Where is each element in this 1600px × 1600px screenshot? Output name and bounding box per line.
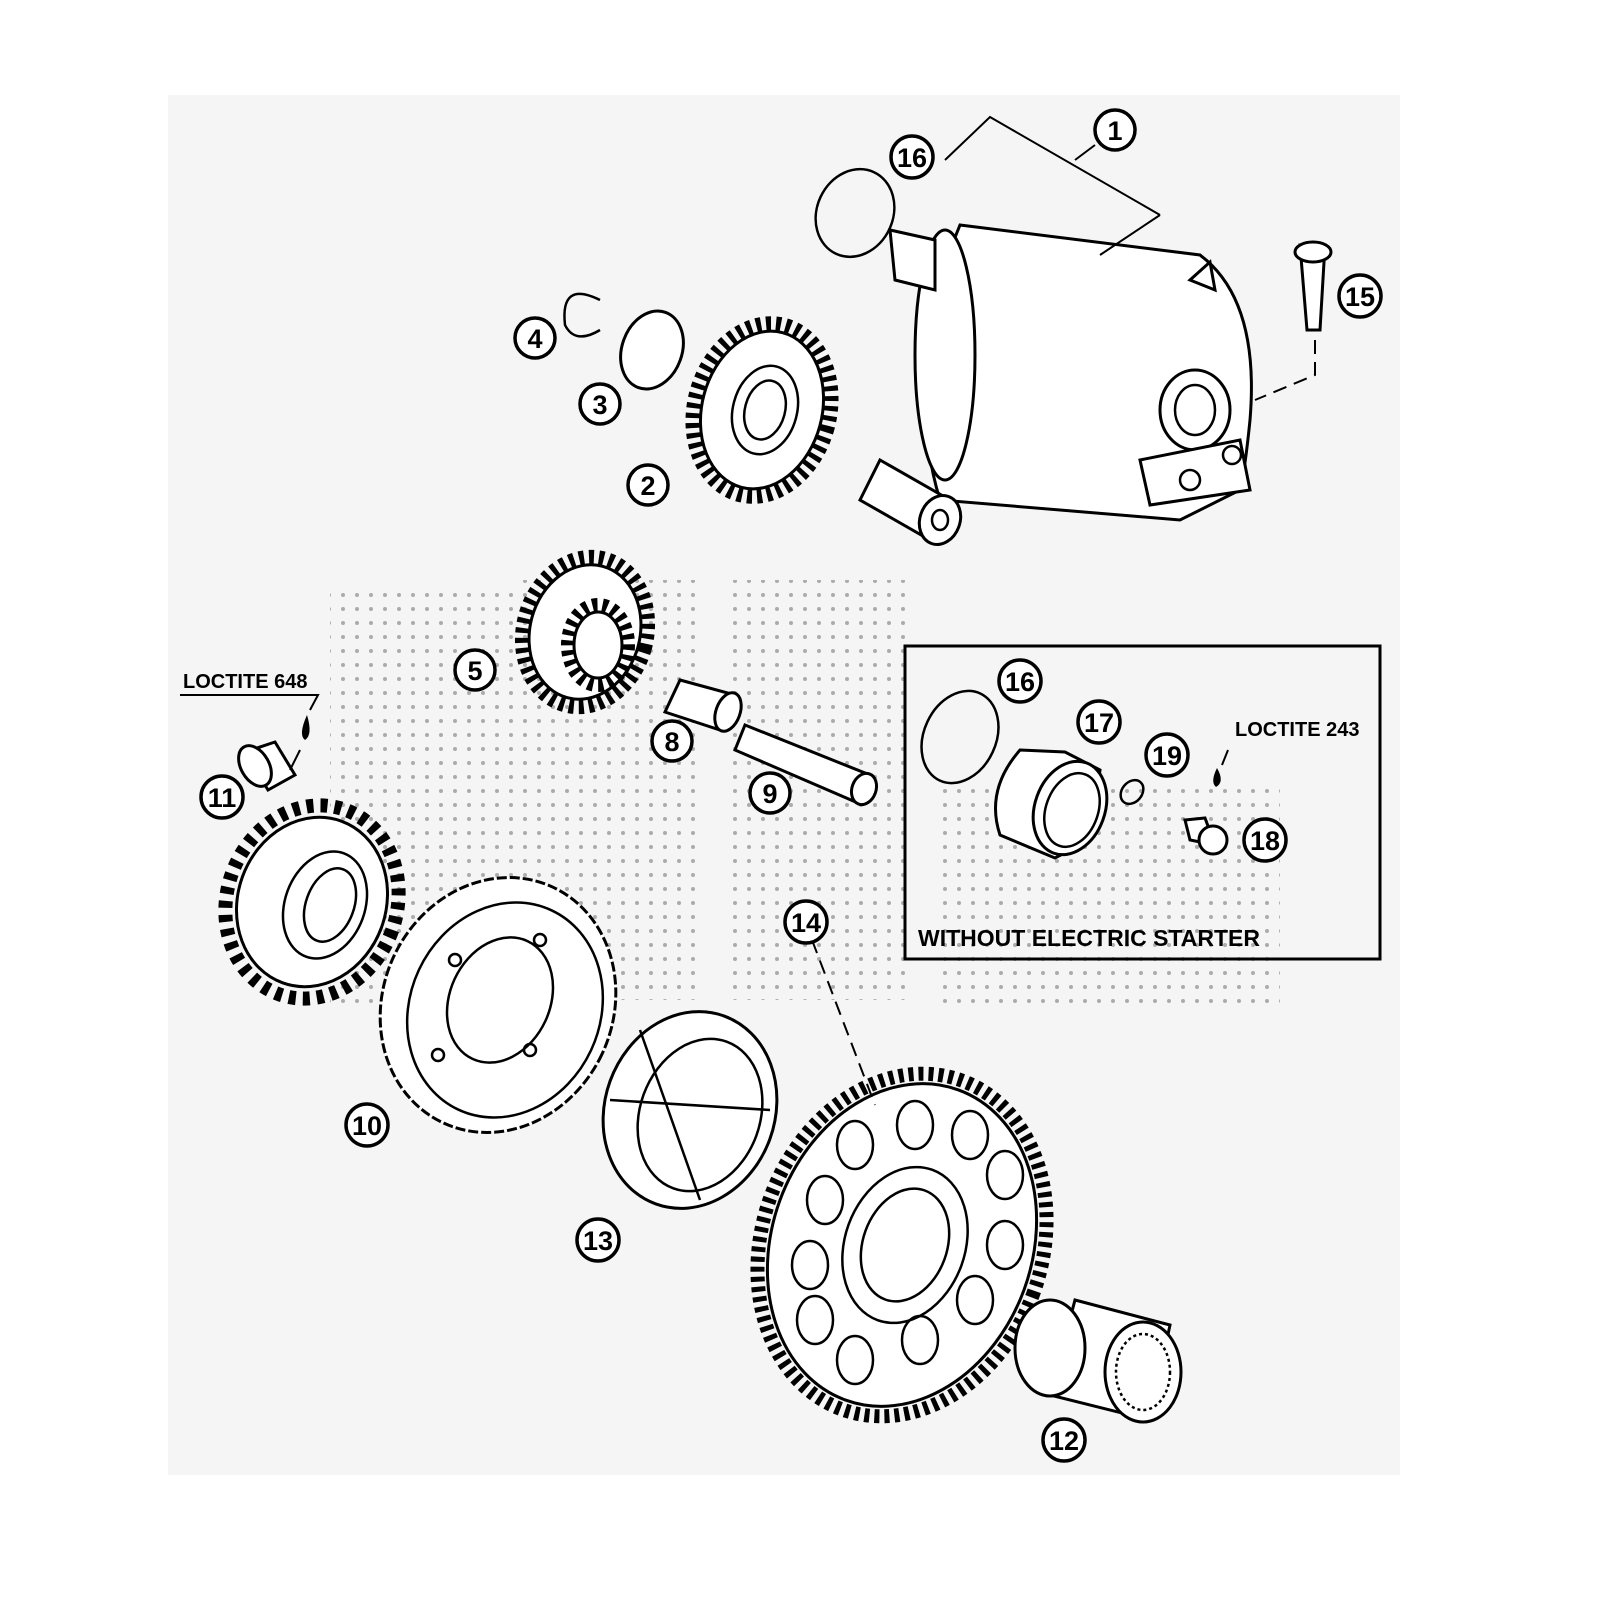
callout-14: 14	[783, 899, 829, 945]
svg-text:5: 5	[467, 656, 482, 686]
inset-callout-19: 19	[1144, 732, 1190, 778]
callout-11: 11	[199, 774, 245, 820]
inset-without-electric-starter	[903, 644, 1382, 961]
svg-text:19: 19	[1152, 741, 1182, 771]
callout-10: 10	[344, 1102, 390, 1148]
svg-text:13: 13	[583, 1226, 613, 1256]
svg-text:9: 9	[762, 779, 777, 809]
circlip	[563, 292, 601, 338]
loctite-243-label: LOCTITE 243	[1235, 719, 1359, 741]
screw	[237, 740, 298, 793]
svg-text:17: 17	[1084, 708, 1114, 738]
bolt	[1293, 240, 1333, 332]
svg-text:10: 10	[352, 1111, 382, 1141]
inset-callout-16: 16	[997, 658, 1043, 704]
callout-1: 1	[1093, 108, 1137, 152]
inset-callout-18: 18	[1242, 817, 1288, 863]
svg-text:18: 18	[1250, 826, 1280, 856]
callout-8: 8	[650, 719, 694, 763]
svg-text:16: 16	[897, 143, 927, 173]
svg-text:4: 4	[527, 324, 542, 354]
svg-text:15: 15	[1345, 282, 1375, 312]
callout-2: 2	[626, 463, 670, 507]
svg-text:1: 1	[1107, 116, 1122, 146]
washer	[619, 309, 685, 391]
needle-bearing	[662, 678, 743, 733]
callout-16: 16	[889, 134, 935, 180]
loctite-drop-icon	[1213, 768, 1221, 787]
callout-13: 13	[575, 1217, 621, 1263]
svg-text:16: 16	[1005, 667, 1035, 697]
svg-text:14: 14	[791, 908, 821, 938]
freewheel	[601, 1010, 779, 1210]
loctite-drop-icon	[301, 715, 310, 740]
inset-callout-17: 17	[1076, 699, 1122, 745]
svg-text:12: 12	[1049, 1426, 1079, 1456]
svg-text:3: 3	[592, 390, 607, 420]
svg-text:8: 8	[664, 727, 679, 757]
double-gear	[514, 549, 656, 715]
loctite-648-label: LOCTITE 648	[183, 671, 307, 693]
needle-bearing-large	[1013, 1298, 1183, 1424]
callout-3: 3	[578, 382, 622, 426]
callout-5: 5	[453, 648, 497, 692]
callout-4: 4	[513, 316, 557, 360]
callout-9: 9	[748, 771, 792, 815]
bushing	[858, 457, 963, 546]
large-gear	[750, 1066, 1054, 1424]
o-ring	[814, 167, 896, 259]
callout-15: 15	[1337, 273, 1383, 319]
starter-gear	[218, 798, 406, 1006]
shaft	[733, 723, 879, 807]
intermediate-gear	[685, 316, 839, 504]
callout-12: 12	[1041, 1417, 1087, 1463]
svg-text:11: 11	[208, 783, 237, 813]
freewheel-housing	[378, 876, 618, 1134]
inset-caption: WITHOUT ELECTRIC STARTER	[918, 925, 1260, 951]
starter-motor	[888, 214, 1253, 522]
svg-text:2: 2	[640, 471, 655, 501]
